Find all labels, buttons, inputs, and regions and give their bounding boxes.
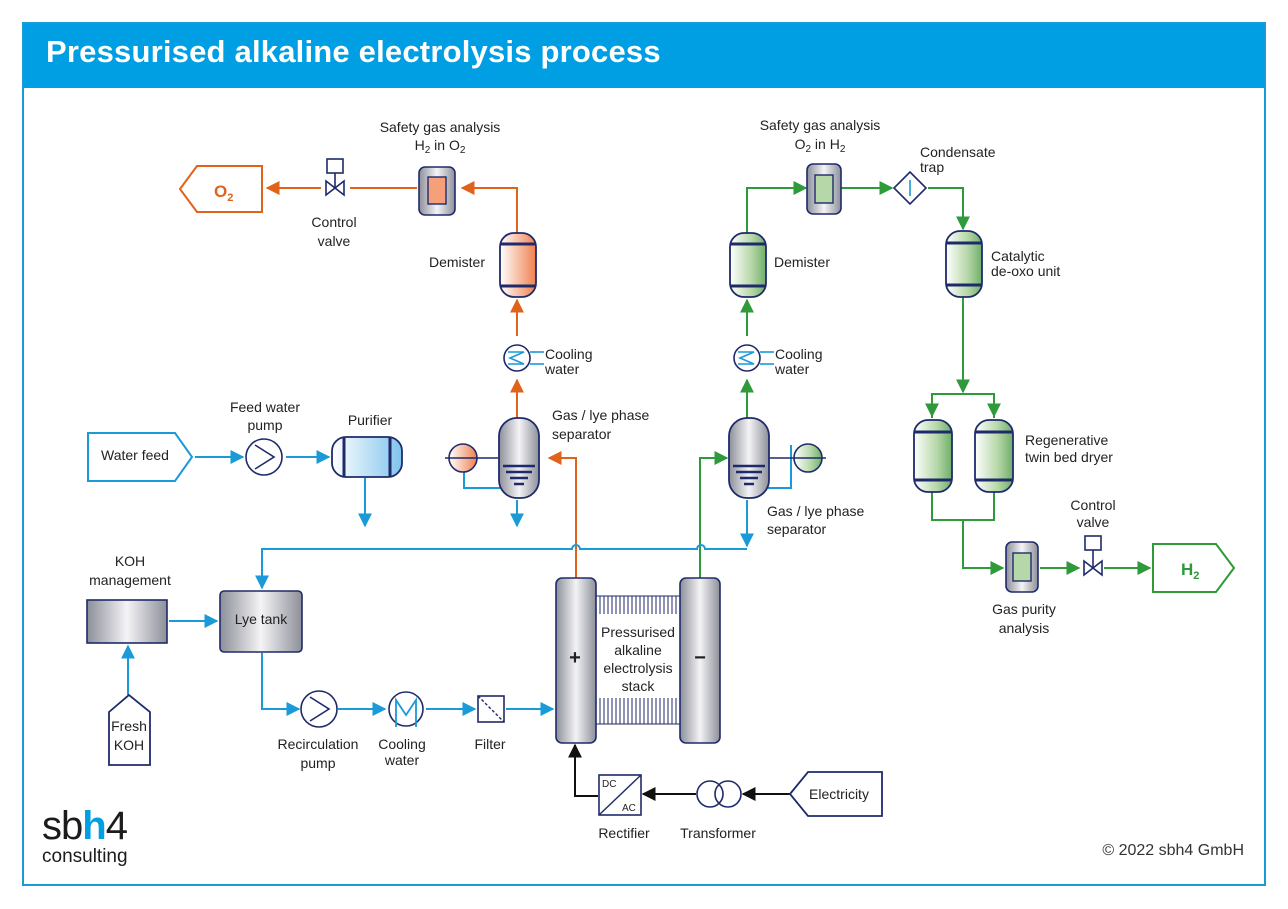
o2-outlet: O2 [178,165,263,213]
rectifier-label: Rectifier [598,825,650,841]
h2-control-valve [1083,535,1103,577]
filter-label: Filter [474,736,505,752]
fresh-koh-inlet [108,693,151,766]
h2-separator [728,417,826,499]
h2-safety-analysis-label: Safety gas analysis [760,117,881,133]
o2-cooler [503,344,544,372]
rectifier [598,774,642,816]
deoxo-label-2: de-oxo unit [991,263,1060,279]
lye-tank-label: Lye tank [235,611,288,627]
deoxo-label-1: Catalytic [991,248,1045,264]
electric-lines [568,743,790,801]
stack-label-4: stack [622,678,656,694]
hydrogen-pipes [699,181,1152,578]
h2-cooling-label-1: Cooling [775,346,822,362]
dryer-label-1: Regenerative [1025,432,1108,448]
electricity-inlet [788,771,883,817]
feed-pump-label-2: pump [247,417,282,433]
feed-pump-label-1: Feed water [230,399,300,415]
deoxo-unit [945,230,983,298]
sbh4-logo: sbh4 [42,804,128,848]
gas-purity-analyser [1005,541,1039,593]
h2-outlet: H2 [1152,543,1236,593]
condensate-trap [892,170,928,206]
purity-label-2: analysis [999,620,1050,636]
lye-tank [219,590,303,653]
o2-demister-label: Demister [429,254,485,270]
anode-plus-sign: + [569,647,581,669]
h2-demister [729,232,767,298]
svg-text:O2: O2 [214,182,233,204]
purity-label-1: Gas purity [992,601,1056,617]
purifier [331,436,403,478]
h2-safety-analysis-sublabel: O2 in H2 [795,136,846,155]
rectifier-ac-label: AC [622,803,636,814]
h2-safety-analyser [806,163,842,215]
rectifier-dc-label: DC [602,779,616,790]
o2-demister [499,232,537,298]
title-bar [22,22,1266,88]
diagram-frame [22,22,1266,886]
o2-safety-analysis-sublabel: H2 in O2 [415,137,466,156]
condensate-trap-label-1: Condensate [920,144,996,160]
o2-safety-analysis-label: Safety gas analysis [380,119,501,135]
dryer-label-2: twin bed dryer [1025,449,1113,465]
recirc-pump-label-2: pump [300,755,335,771]
lye-cooling-label-1: Cooling [378,736,425,752]
fresh-koh-label-1: Fresh [111,718,147,734]
o2-separator [445,417,540,499]
koh-management-unit [86,599,168,644]
h2-valve-label-1: Control [1070,497,1115,513]
lye-water-pipes [121,445,792,716]
svg-text:H2: H2 [1181,560,1199,582]
o2-valve-label-1: Control [311,214,356,230]
water-feed-label: Water feed [101,447,169,463]
twin-bed-dryer [913,419,1014,493]
lye-cooler [388,691,424,727]
stack-label-2: alkaline [614,642,662,658]
page-title: Pressurised alkaline electrolysis proces… [46,34,661,69]
labels: Safety gas analysis H2 in O2 Control val… [89,117,1115,841]
h2-cooler [733,344,774,372]
copyright: © 2022 sbh4 GmbH [1102,842,1244,859]
cathode-minus-sign: − [694,647,706,669]
koh-label-1: KOH [115,553,145,569]
o2-separator-label-1: Gas / lye phase [552,407,649,423]
o2-cooling-label-1: Cooling [545,346,592,362]
stack-label-1: Pressurised [601,624,675,640]
h2-separator-label-2: separator [767,521,826,537]
o2-safety-analyser [418,166,456,216]
condensate-trap-label-2: trap [920,159,944,175]
h2-cooling-label-2: water [774,361,810,377]
water-feed-inlet [87,432,194,482]
lye-cooling-label-2: water [384,752,420,768]
o2-separator-label-2: separator [552,426,611,442]
recirc-pump-label-1: Recirculation [278,736,359,752]
feed-water-pump [245,438,283,476]
oxygen-pipes [265,181,577,578]
transformer [696,780,742,808]
o2-control-valve [325,158,345,197]
electrolysis-stack [555,577,721,744]
h2-valve-label-2: valve [1077,514,1110,530]
koh-label-2: management [89,572,171,588]
lye-filter [477,695,505,723]
o2-cooling-label-2: water [544,361,580,377]
recirculation-pump [300,690,338,728]
fresh-koh-label-2: KOH [114,737,144,753]
transformer-label: Transformer [680,825,756,841]
h2-separator-label-1: Gas / lye phase [767,503,864,519]
o2-valve-label-2: valve [318,233,351,249]
electricity-label: Electricity [809,786,869,802]
sbh4-logo-subtitle: consulting [42,846,128,867]
purifier-label: Purifier [348,412,393,428]
h2-demister-label: Demister [774,254,830,270]
stack-label-3: electrolysis [603,660,672,676]
